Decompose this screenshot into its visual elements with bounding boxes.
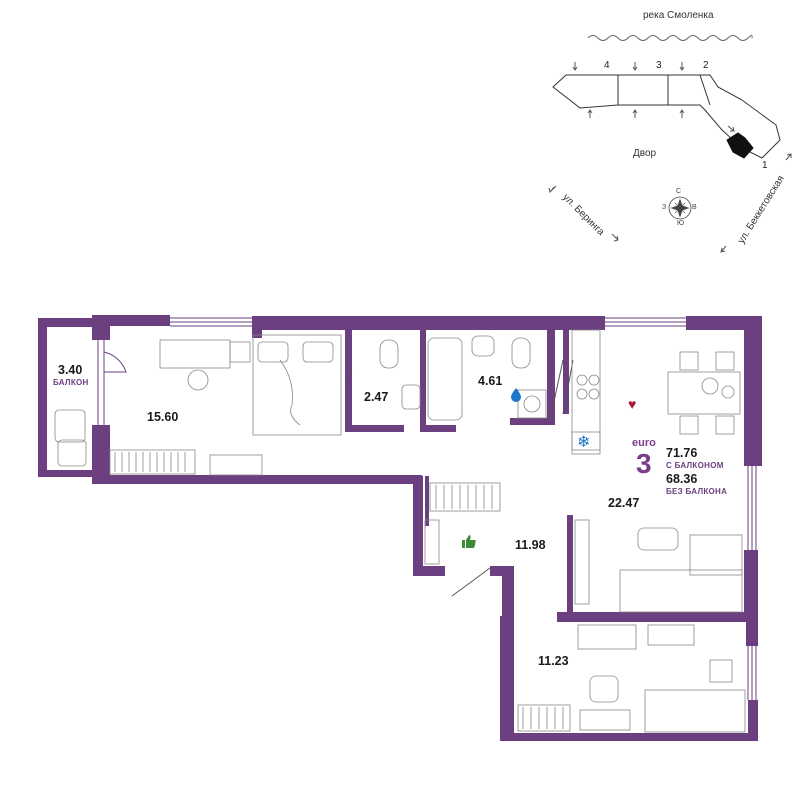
compass-west: З <box>662 204 667 211</box>
walls <box>38 315 762 741</box>
water-drop-icon <box>511 388 521 402</box>
compass-rose-icon <box>668 196 692 220</box>
living-area: 22.47 <box>608 496 640 510</box>
courtyard-label: Двор <box>633 148 657 159</box>
thumbs-up-icon <box>462 535 476 548</box>
river-label: река Смоленка <box>643 10 714 21</box>
compass-south: Ю <box>677 220 685 227</box>
compass-north: С <box>676 188 682 195</box>
heart-icon: ♥ <box>628 396 637 412</box>
section-number-4: 4 <box>604 60 610 71</box>
section-number-1: 1 <box>762 160 768 171</box>
doors <box>344 359 574 597</box>
balcony-label: БАЛКОН <box>53 378 89 387</box>
area-with-balcony: 71.76 <box>666 446 698 460</box>
site-plan <box>548 35 792 253</box>
balcony-area: 3.40 <box>58 363 83 377</box>
balcony-frame <box>38 318 95 477</box>
hall-area: 11.98 <box>515 538 546 552</box>
section-1-block <box>726 132 754 159</box>
euro-label: euro <box>632 437 656 449</box>
with-balcony-label: С БАЛКОНОМ <box>666 461 724 470</box>
furniture <box>54 329 746 733</box>
area-without-balcony: 68.36 <box>666 472 698 486</box>
bathroom2-area: 4.61 <box>478 374 503 388</box>
bathroom1-area: 2.47 <box>364 390 389 404</box>
section-number-3: 3 <box>656 60 662 71</box>
rooms-count: 3 <box>636 448 652 479</box>
building-outline <box>552 74 781 159</box>
section-number-2: 2 <box>703 60 709 71</box>
bedroom1-area: 15.60 <box>147 410 179 424</box>
river-wave <box>587 35 753 41</box>
windows <box>97 317 757 700</box>
compass-east: В <box>692 204 697 211</box>
without-balcony-label: БЕЗ БАЛКОНА <box>666 487 728 496</box>
snowflake-icon: ❄ <box>577 434 591 451</box>
bedroom2-area: 11.23 <box>538 654 569 668</box>
entrance-arrows <box>548 62 792 253</box>
